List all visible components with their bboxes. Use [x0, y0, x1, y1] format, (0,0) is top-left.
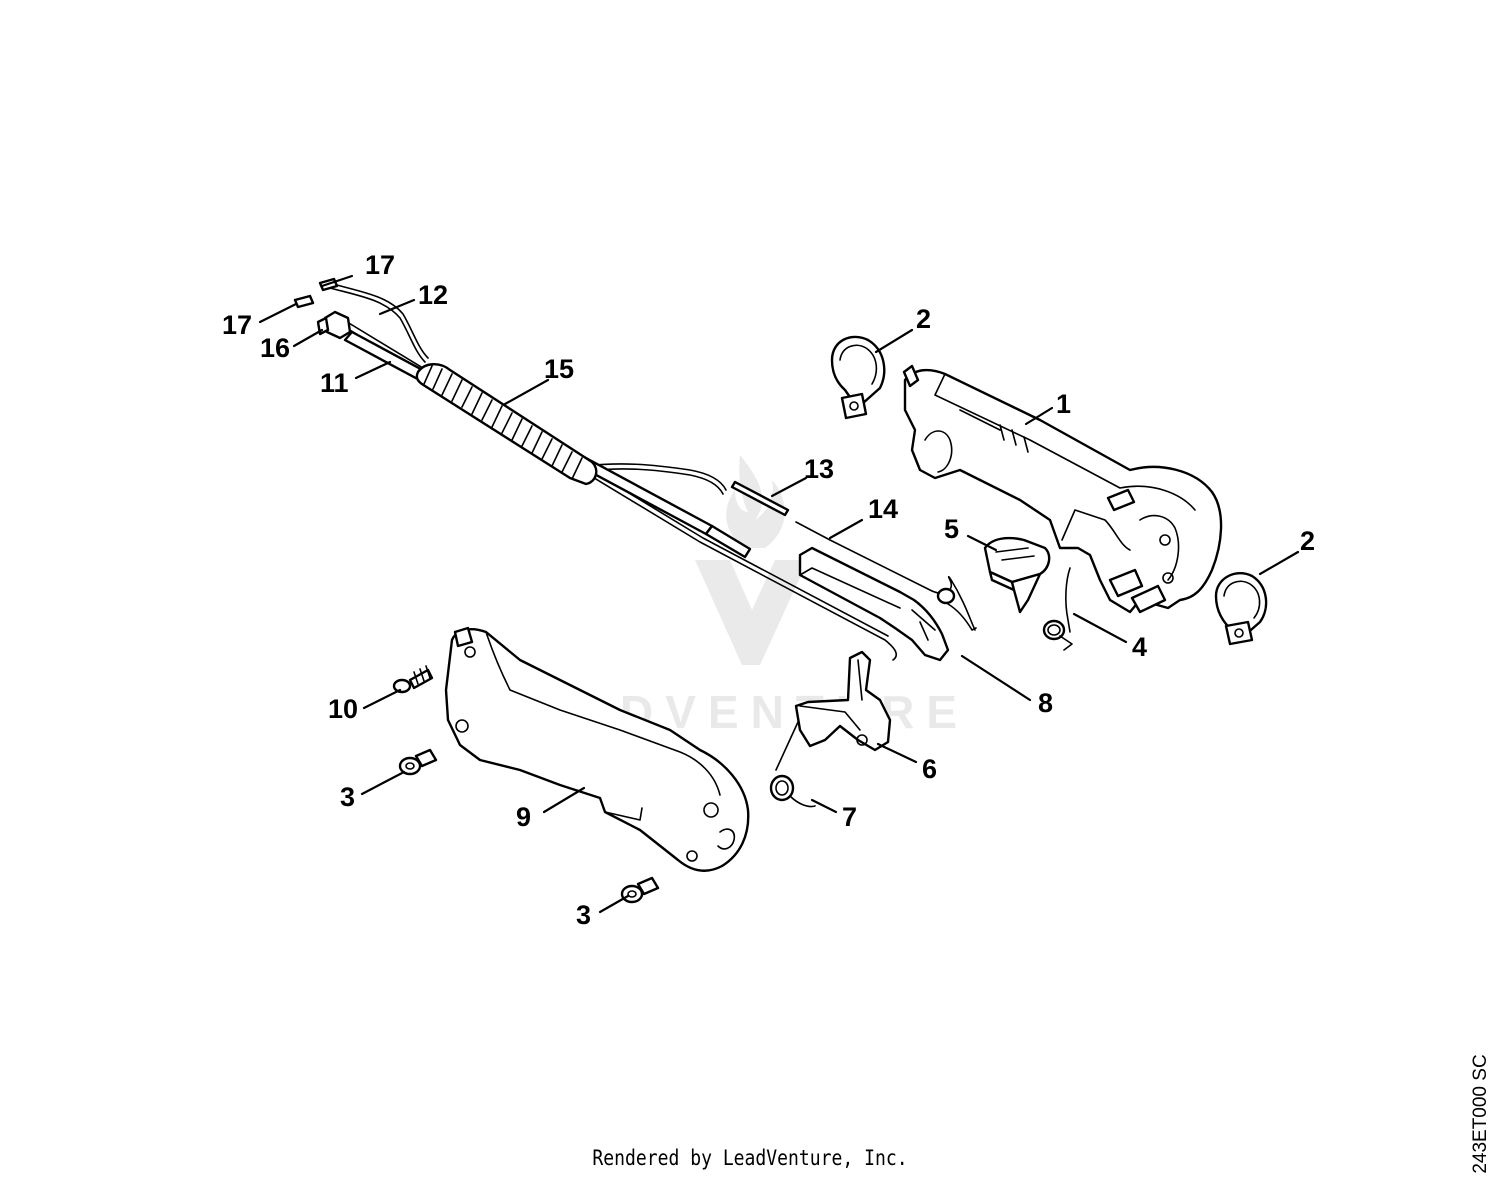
callout-16: 16	[260, 333, 290, 363]
callout-3-lower: 3	[576, 900, 591, 930]
screw-3-lower	[620, 876, 660, 904]
callout-7: 7	[842, 802, 857, 832]
handle-housing-left	[444, 626, 750, 872]
leader-lines	[258, 274, 1300, 914]
callout-17-upper: 17	[365, 250, 395, 280]
throttle-cable-assembly	[293, 277, 897, 661]
compression-spring	[769, 721, 816, 808]
callout-12: 12	[418, 280, 448, 310]
screw-10	[392, 665, 434, 694]
callout-labels: 17 17 12 16 11 15 13 14 2 1 5 2 4 8 6 10…	[222, 250, 1315, 930]
clamp-lower	[1214, 572, 1268, 646]
footer-credit: Rendered by LeadVenture, Inc.	[592, 1146, 908, 1170]
callout-15: 15	[544, 354, 574, 384]
callout-6: 6	[922, 754, 937, 784]
callout-2-lower: 2	[1300, 526, 1315, 556]
callout-9: 9	[516, 802, 531, 832]
drawing-code: 243ET000 SC	[1466, 1052, 1496, 1176]
callout-8: 8	[1038, 688, 1053, 718]
throttle-trigger	[798, 546, 950, 662]
callout-10: 10	[328, 694, 358, 724]
handle-housing-right	[902, 364, 1223, 614]
callout-14: 14	[868, 494, 898, 524]
drawing-code-text: 243ET000 SC	[1470, 1054, 1491, 1174]
torsion-spring	[1042, 567, 1073, 651]
lever-carrier	[794, 650, 892, 752]
callout-2-upper: 2	[916, 304, 931, 334]
clamp-upper	[830, 335, 886, 420]
short-circuit-wire	[795, 521, 976, 631]
callout-5: 5	[944, 514, 959, 544]
callout-1: 1	[1056, 389, 1071, 419]
trigger-spring	[936, 587, 977, 631]
callout-4: 4	[1132, 632, 1147, 662]
callout-17-lower: 17	[222, 310, 252, 340]
watermark-logo-icon	[695, 455, 808, 665]
interlock-lever	[983, 536, 1051, 614]
callout-11: 11	[320, 368, 349, 398]
callout-3-upper: 3	[340, 782, 355, 812]
callout-13: 13	[804, 454, 834, 484]
screw-3-upper	[398, 748, 438, 776]
